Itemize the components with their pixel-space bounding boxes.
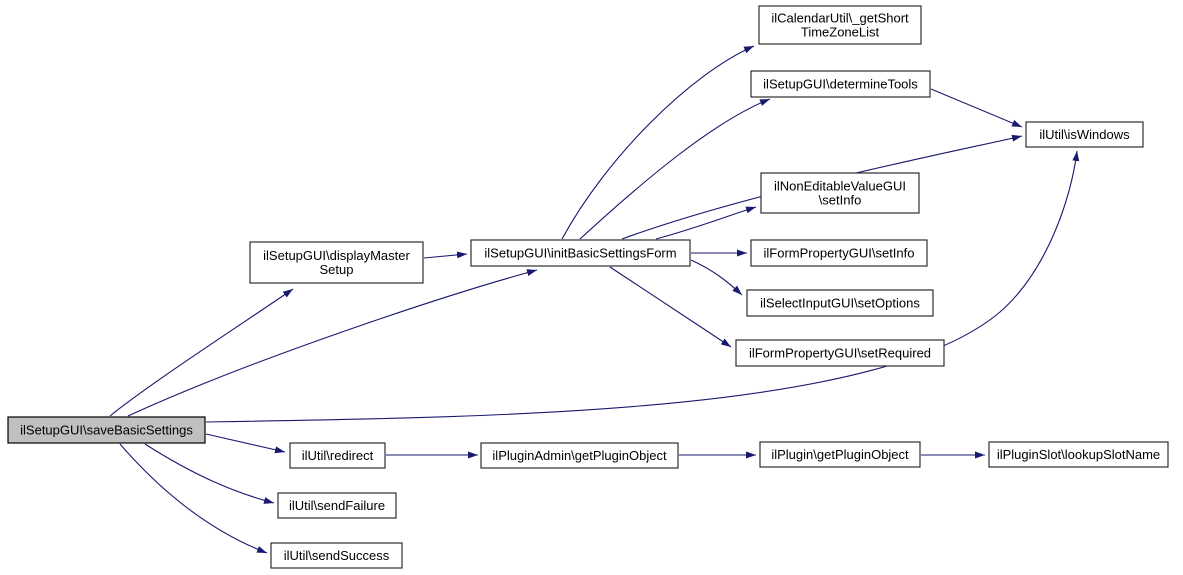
node-plugin-getpluginobject[interactable]: ilPlugin\getPluginObject	[759, 441, 921, 468]
node-box[interactable]	[758, 5, 922, 45]
node-label: TimeZoneList	[801, 25, 880, 40]
edge-setupgui-initbasicsettingsform--noneditablevaluegui-setinfo	[655, 206, 757, 240]
node-pluginslot-lookupslotname[interactable]: ilPluginSlot\lookupSlotName	[988, 441, 1169, 468]
edge-setupgui-displaymastersetup--setupgui-initbasicsettingsform	[423, 251, 468, 259]
node-label: Setup	[320, 262, 354, 277]
node-label: \setInfo	[819, 193, 862, 208]
node-formpropertygui-setrequired[interactable]: ilFormPropertyGUI\setRequired	[735, 339, 945, 367]
node-label: ilNonEditableValueGUI	[774, 179, 906, 194]
node-box[interactable]	[988, 441, 1169, 468]
edge-setupgui-savebasicsettings--ilutil-iswindows	[205, 150, 1080, 423]
node-ilutil-iswindows[interactable]: ilUtil\isWindows	[1025, 121, 1144, 148]
edge-setupgui-savebasicsettings--ilutil-redirect	[205, 433, 286, 454]
edge-setupgui-determinetools--ilutil-iswindows	[930, 88, 1023, 128]
node-label: ilSelectInputGUI\setOptions	[760, 296, 920, 311]
node-box[interactable]	[759, 441, 921, 468]
node-label: ilCalendarUtil\_getShort	[771, 11, 909, 26]
node-label: ilUtil\sendFailure	[289, 498, 385, 513]
node-box[interactable]	[760, 172, 920, 214]
edge-setupgui-savebasicsettings--ilutil-sendfailure	[144, 443, 275, 504]
node-label: ilPluginSlot\lookupSlotName	[997, 447, 1160, 462]
node-box[interactable]	[480, 442, 679, 469]
node-label: ilUtil\redirect	[302, 448, 374, 463]
node-label: ilFormPropertyGUI\setRequired	[749, 346, 931, 361]
node-ilutil-redirect[interactable]: ilUtil\redirect	[289, 442, 386, 469]
node-box[interactable]	[270, 542, 403, 569]
node-label: ilSetupGUI\displayMaster	[263, 248, 410, 263]
node-box-highlighted[interactable]	[7, 416, 206, 444]
node-setupgui-determinetools[interactable]: ilSetupGUI\determineTools	[750, 70, 931, 98]
edge-setupgui-savebasicsettings--setupgui-displaymastersetup	[109, 288, 294, 417]
node-noneditablevaluegui-setinfo[interactable]: ilNonEditableValueGUI\setInfo	[760, 172, 920, 214]
node-label: ilUtil\sendSuccess	[284, 548, 390, 563]
node-formpropertygui-setinfo[interactable]: ilFormPropertyGUI\setInfo	[750, 239, 928, 267]
node-box[interactable]	[249, 241, 424, 284]
node-label: ilSetupGUI\saveBasicSettings	[20, 423, 193, 438]
node-ilutil-sendfailure[interactable]: ilUtil\sendFailure	[277, 492, 397, 519]
node-box[interactable]	[470, 239, 691, 267]
edge-setupgui-initbasicsettingsform--setupgui-determinetools	[579, 98, 771, 240]
node-label: ilSetupGUI\initBasicSettingsForm	[484, 246, 676, 261]
node-box[interactable]	[750, 70, 931, 98]
node-box[interactable]	[289, 442, 386, 469]
node-label: ilFormPropertyGUI\setInfo	[764, 246, 915, 261]
node-box[interactable]	[277, 492, 397, 519]
node-box[interactable]	[1025, 121, 1144, 148]
edge-setupgui-savebasicsettings--setupgui-initbasicsettingsform	[127, 269, 538, 417]
node-label: ilPlugin\getPluginObject	[771, 447, 909, 462]
edge-setupgui-initbasicsettingsform--calendarutil-getshorttimezonelist	[561, 45, 755, 240]
node-selectinputgui-setoptions[interactable]: ilSelectInputGUI\setOptions	[746, 289, 934, 317]
node-pluginadmin-getpluginobject[interactable]: ilPluginAdmin\getPluginObject	[480, 442, 679, 469]
node-setupgui-savebasicsettings[interactable]: ilSetupGUI\saveBasicSettings	[7, 416, 206, 444]
edge-setupgui-initbasicsettingsform--selectinputgui-setoptions	[690, 259, 743, 296]
node-box[interactable]	[746, 289, 934, 317]
node-box[interactable]	[750, 239, 928, 267]
node-label: ilUtil\isWindows	[1039, 127, 1130, 142]
edge-setupgui-savebasicsettings--ilutil-sendsuccess	[119, 443, 268, 554]
node-label: ilSetupGUI\determineTools	[763, 77, 918, 92]
node-label: ilPluginAdmin\getPluginObject	[492, 448, 667, 463]
node-setupgui-initbasicsettingsform[interactable]: ilSetupGUI\initBasicSettingsForm	[470, 239, 691, 267]
node-box[interactable]	[735, 339, 945, 367]
edge-setupgui-initbasicsettingsform--formpropertygui-setrequired	[609, 266, 732, 348]
node-ilutil-sendsuccess[interactable]: ilUtil\sendSuccess	[270, 542, 403, 569]
